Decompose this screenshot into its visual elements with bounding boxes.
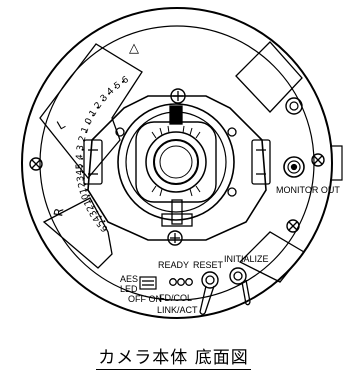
scale-upper-label-dot-7 <box>102 99 105 102</box>
initialize-button[interactable] <box>229 267 251 306</box>
reset-button[interactable] <box>199 271 219 315</box>
triangle-mark: △ <box>129 41 139 56</box>
scale-upper-label-dot-6 <box>96 106 99 109</box>
aes-led-switch[interactable] <box>139 276 157 290</box>
screw-bottom <box>167 230 183 246</box>
lens-housing <box>117 103 235 221</box>
fd-col-label: FD/COL <box>159 293 192 303</box>
scale-lower-label-6: 0 <box>80 192 91 201</box>
screw-upper-right <box>285 97 303 115</box>
screw-right <box>311 153 325 167</box>
scale-upper-label-3: 2 <box>78 135 89 143</box>
scale-upper-label-dot-5 <box>92 114 95 117</box>
scale-upper-label-8: 3 <box>99 93 110 104</box>
screw-top <box>170 88 186 104</box>
scale-lower-label-dot-3 <box>93 205 96 208</box>
tilt-label-r: R <box>51 207 66 218</box>
scale-lower-label-dot-6 <box>85 188 88 191</box>
scale-lower-label-dot-1 <box>99 215 102 218</box>
scale-upper-label-11: 6 <box>121 75 131 87</box>
inner-ring <box>39 25 315 301</box>
scale-upper-label-2: 3 <box>76 144 87 151</box>
tilt-scale-panel-lower <box>42 197 113 269</box>
ready-led <box>169 278 177 286</box>
scale-upper-label-dot-4 <box>88 122 91 125</box>
caption: カメラ本体 底面図 <box>0 343 347 370</box>
led-label: LED <box>120 284 138 294</box>
outer-ring <box>21 7 333 319</box>
tilt-scale-panel-upper <box>39 43 143 180</box>
scale-lower-label-2: 4 <box>91 213 103 224</box>
top-tab <box>169 105 183 125</box>
scale-upper-label-1: 4 <box>75 154 85 161</box>
scale-upper-label-dot-2 <box>83 139 85 142</box>
scale-lower-label-dot-10 <box>81 165 84 168</box>
lens-base <box>87 95 267 241</box>
scale-upper-label-7: 2 <box>93 100 104 111</box>
pivot-screw <box>227 127 237 137</box>
scale-upper-label-dot-0 <box>81 157 83 160</box>
scale-upper-label-dot-1 <box>81 148 84 151</box>
off-on-label: OFF ON <box>128 294 162 304</box>
scale-upper-label-4: 1 <box>80 126 91 135</box>
scale-lower-label-dot-8 <box>82 177 85 180</box>
right-bracket <box>251 139 271 185</box>
scale-lower-label-8: 2 <box>77 181 88 189</box>
scale-lower-label-dot-0 <box>103 220 106 223</box>
scale-upper-label-6: 1 <box>88 108 100 118</box>
fd-col-led <box>177 278 185 286</box>
lens-barrel <box>145 131 207 193</box>
scale-upper-label-10: 5 <box>113 80 124 91</box>
scale-lower-label-11: 5 <box>75 163 85 169</box>
reset-label: RESET <box>193 260 224 270</box>
ready-label: READY <box>158 260 189 270</box>
scale-upper-label-dot-3 <box>85 131 88 134</box>
left-bracket <box>83 139 103 185</box>
caption-text: カメラ本体 底面図 <box>96 343 251 370</box>
initialize-label: INITIALIZE <box>224 254 269 264</box>
tilt-label-l: L <box>55 117 68 133</box>
scale-lower-label-dot-9 <box>81 171 84 174</box>
zoom-ring <box>135 121 217 203</box>
screw-lower-right <box>286 219 300 233</box>
scale-upper-label-dot-9 <box>114 86 117 89</box>
scale-upper-label-dot-10 <box>121 80 124 83</box>
scale-upper-label-dot-8 <box>108 92 111 95</box>
monitor-out-jack[interactable] <box>283 156 305 178</box>
scale-lower-label-0: 6 <box>99 222 110 233</box>
lower-right-cutout <box>238 231 305 283</box>
lens-glass <box>153 139 199 185</box>
scale-lower-label-10: 4 <box>75 169 86 176</box>
screw-left <box>29 157 43 171</box>
link-act-led <box>185 278 193 286</box>
scale-lower-label-dot-7 <box>84 183 87 186</box>
scale-upper-label-9: 4 <box>105 86 116 97</box>
scale-lower-label-9: 3 <box>76 175 87 182</box>
scale-lower-label-dot-5 <box>87 194 90 197</box>
aes-label: AES <box>120 274 138 284</box>
scale-upper-label-5: 0 <box>84 117 96 127</box>
link-act-label: LINK/ACT <box>157 305 198 315</box>
upper-right-cutout <box>235 41 303 113</box>
scale-lower-label-dot-2 <box>96 210 99 213</box>
monitor-out-label: MONITOR OUT <box>276 185 340 195</box>
scale-lower-label-1: 5 <box>95 218 106 229</box>
scale-lower-label-3: 3 <box>88 208 100 218</box>
cable-stub <box>330 145 343 181</box>
scale-lower-label-4: 2 <box>85 203 97 213</box>
scale-lower-label-dot-4 <box>90 200 93 203</box>
scale-lower-label-5: 1 <box>83 198 94 207</box>
scale-lower-label-7: 1 <box>78 186 89 194</box>
scale-upper-label-0: 5 <box>75 163 85 169</box>
